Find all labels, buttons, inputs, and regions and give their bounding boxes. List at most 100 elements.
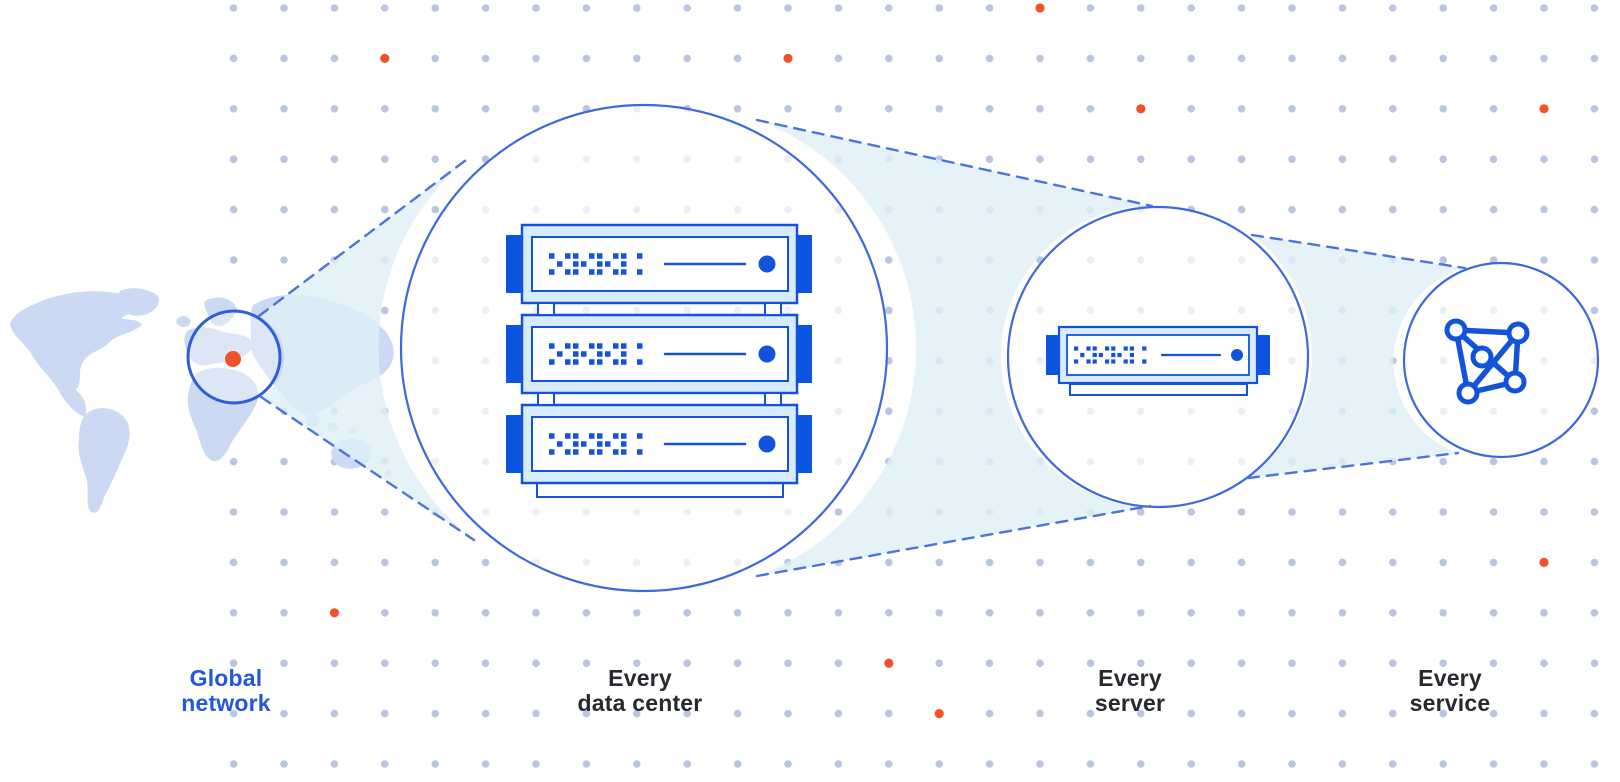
- grid-dot: [1036, 760, 1044, 768]
- grid-dot: [330, 558, 339, 567]
- grid-dot: [481, 659, 490, 667]
- grid-dot: [1338, 508, 1347, 516]
- grid-dot: [431, 558, 440, 567]
- grid-dot: [381, 306, 389, 315]
- grid-dot: [633, 659, 641, 667]
- grid-dot: [431, 205, 440, 214]
- grid-dot: [834, 659, 843, 667]
- grid-dot: [1540, 256, 1548, 264]
- grid-dot: [985, 659, 994, 667]
- grid-dot: [885, 54, 893, 63]
- grid-dot: [381, 558, 389, 567]
- grid-dot: [1590, 54, 1599, 63]
- grid-dot: [229, 659, 238, 667]
- grid-dot: [1137, 558, 1145, 567]
- grid-dot: [1237, 155, 1246, 163]
- grid-dot: [633, 609, 641, 617]
- grid-dot: [1237, 205, 1246, 214]
- grid-dot: [1338, 155, 1347, 163]
- grid-dot: [1590, 155, 1599, 163]
- grid-dot: [1086, 709, 1095, 718]
- grid-dot: [784, 4, 792, 12]
- grid-dot: [1439, 508, 1447, 516]
- grid-dot: [733, 659, 742, 667]
- grid-dot: [1187, 709, 1195, 718]
- grid-dot: [885, 306, 893, 315]
- grid-dot: [229, 609, 238, 617]
- grid-dot: [733, 105, 742, 113]
- label-line: network: [181, 690, 271, 716]
- grid-dot: [733, 709, 742, 718]
- server-base: [1069, 383, 1248, 396]
- grid-dot: [481, 609, 490, 617]
- grid-dot: [431, 4, 440, 12]
- grid-dot: [381, 609, 389, 617]
- mesh-network-icon: [1444, 318, 1530, 405]
- grid-dot: [1086, 760, 1095, 768]
- grid-dot: [784, 609, 792, 617]
- grid-dot: [1590, 457, 1599, 466]
- grid-dot: [1489, 609, 1498, 617]
- orange-grid-dot: [783, 53, 793, 64]
- grid-dot: [1036, 709, 1044, 718]
- orange-grid-dot: [1539, 104, 1549, 114]
- grid-dot: [1540, 155, 1548, 163]
- grid-dot: [1389, 659, 1397, 667]
- label-every-service: Every service: [1330, 666, 1570, 716]
- grid-dot: [1389, 155, 1397, 163]
- grid-dot: [1590, 558, 1599, 567]
- grid-dot: [280, 659, 288, 667]
- grid-dot: [1288, 155, 1296, 163]
- grid-dot: [1439, 609, 1447, 617]
- grid-dot: [280, 508, 288, 516]
- grid-dot: [330, 155, 339, 163]
- grid-dot: [1338, 54, 1347, 63]
- grid-dot: [1540, 709, 1548, 718]
- grid-dot: [1389, 105, 1397, 113]
- grid-dot: [1540, 609, 1548, 617]
- grid-dot: [1237, 760, 1246, 768]
- grid-dot: [935, 659, 943, 667]
- grid-dot: [834, 609, 843, 617]
- orange-grid-dot: [1539, 557, 1549, 568]
- grid-dot: [1489, 205, 1498, 214]
- grid-dot: [1439, 256, 1447, 264]
- grid-dot: [1338, 760, 1347, 768]
- grid-dot: [1439, 205, 1447, 214]
- grid-dot: [1288, 508, 1296, 516]
- grid-dot: [1489, 659, 1498, 667]
- grid-dot: [431, 709, 440, 718]
- grid-dot: [280, 709, 288, 718]
- grid-dot: [330, 709, 339, 718]
- grid-dot: [1439, 4, 1447, 12]
- grid-dot: [431, 155, 440, 163]
- grid-dot: [885, 760, 893, 768]
- grid-dot: [1439, 105, 1447, 113]
- orange-grid-dot: [1035, 3, 1045, 13]
- grid-dot: [1489, 256, 1498, 264]
- grid-dot: [985, 760, 994, 768]
- grid-dot: [1389, 508, 1397, 516]
- single-server-icon: [1046, 325, 1270, 396]
- grid-dot: [431, 54, 440, 63]
- grid-dot: [683, 760, 691, 768]
- label-every-server: Every server: [1010, 666, 1250, 716]
- grid-dot: [885, 709, 893, 718]
- grid-dot: [1540, 457, 1548, 466]
- grid-dot: [1137, 659, 1145, 667]
- grid-dot: [280, 205, 288, 214]
- server-rack-icon: [504, 223, 814, 498]
- grid-dot: [1086, 105, 1095, 113]
- grid-dot: [431, 659, 440, 667]
- grid-dot: [1086, 54, 1095, 63]
- grid-dot: [1489, 508, 1498, 516]
- grid-dot: [834, 508, 843, 516]
- grid-dot: [1489, 4, 1498, 12]
- grid-dot: [1137, 4, 1145, 12]
- grid-dot: [381, 709, 389, 718]
- grid-dot: [935, 760, 943, 768]
- grid-dot: [1288, 54, 1296, 63]
- grid-dot: [330, 105, 339, 113]
- grid-dot: [532, 709, 540, 718]
